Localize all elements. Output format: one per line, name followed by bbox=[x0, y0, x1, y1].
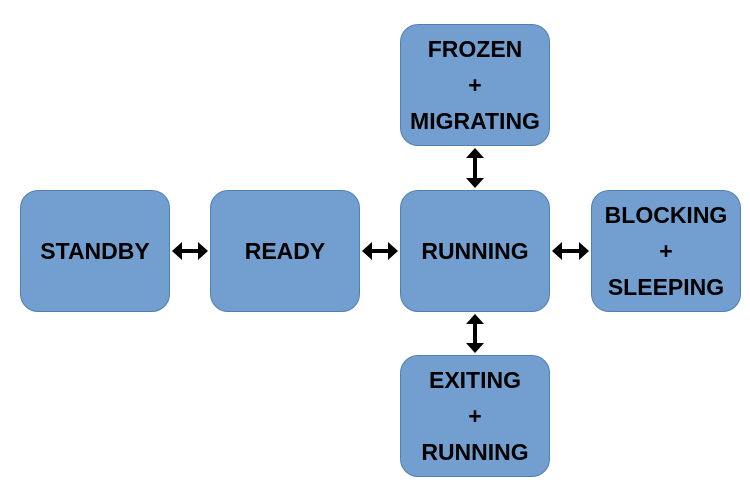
node-exiting-line-2: + bbox=[468, 403, 482, 429]
node-frozen-line-1: FROZEN bbox=[427, 36, 523, 62]
node-ready-label: READY bbox=[244, 238, 326, 264]
arrow-ready-running bbox=[362, 242, 398, 260]
node-running-label: RUNNING bbox=[421, 238, 529, 264]
node-frozen-line-3: MIGRATING bbox=[410, 108, 540, 134]
node-frozen-migrating: FROZEN + MIGRATING bbox=[400, 24, 550, 146]
node-blocking-line-2: + bbox=[659, 238, 673, 264]
node-frozen-line-2: + bbox=[468, 72, 482, 98]
arrow-running-blocking bbox=[552, 242, 589, 260]
node-blocking-line-3: SLEEPING bbox=[607, 274, 725, 300]
arrow-standby-ready bbox=[172, 242, 208, 260]
node-exiting-line-1: EXITING bbox=[428, 367, 521, 393]
node-standby-label: STANDBY bbox=[40, 238, 150, 264]
arrow-frozen-running bbox=[466, 148, 484, 188]
node-blocking-sleeping: BLOCKING + SLEEPING bbox=[591, 190, 741, 312]
node-blocking-line-1: BLOCKING bbox=[604, 202, 728, 228]
node-standby: STANDBY bbox=[20, 190, 170, 312]
node-exiting-running: EXITING + RUNNING bbox=[400, 355, 550, 477]
node-exiting-line-3: RUNNING bbox=[421, 439, 529, 465]
arrow-running-exiting bbox=[466, 314, 484, 353]
node-ready: READY bbox=[210, 190, 360, 312]
node-running: RUNNING bbox=[400, 190, 550, 312]
